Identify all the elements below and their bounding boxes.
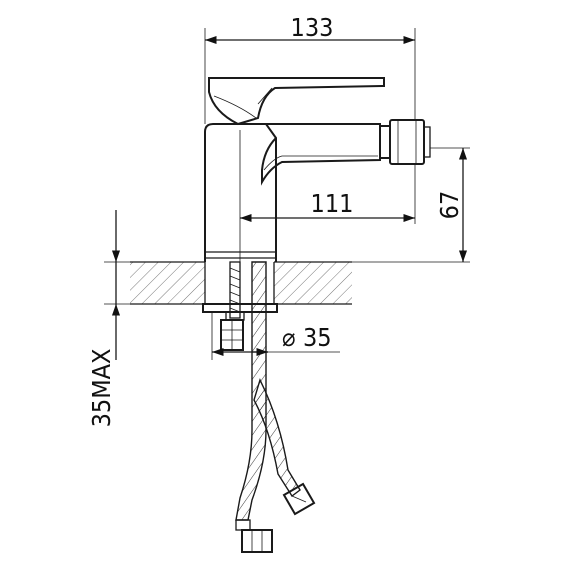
spout bbox=[261, 123, 381, 186]
mounting-stud bbox=[202, 261, 278, 321]
spout-reach-label: 111 bbox=[311, 189, 354, 218]
faucet-body bbox=[204, 123, 277, 262]
countertop-section bbox=[130, 261, 352, 305]
overall-width-label: 133 bbox=[291, 13, 334, 42]
hole-diameter-label: 35 bbox=[303, 323, 332, 352]
dimension-spout-reach: 111 bbox=[240, 164, 416, 224]
deck-thickness-label: 35MAX bbox=[87, 349, 116, 428]
hose-fitting-left bbox=[235, 519, 273, 553]
dimension-deck-thickness: 35MAX bbox=[87, 210, 130, 427]
braided-hose bbox=[235, 261, 301, 521]
dimension-hole-diameter: ⌀ 35 bbox=[211, 312, 340, 360]
diameter-symbol: ⌀ bbox=[282, 323, 296, 352]
spray-nozzle bbox=[379, 119, 431, 165]
dimension-overall-width: 133 bbox=[204, 13, 416, 124]
spout-height-label: 67 bbox=[435, 191, 464, 220]
mounting-nut bbox=[220, 319, 244, 351]
lever-handle bbox=[208, 77, 385, 126]
hose-fitting-right bbox=[282, 482, 316, 516]
dimension-spout-height: 67 bbox=[352, 147, 470, 263]
